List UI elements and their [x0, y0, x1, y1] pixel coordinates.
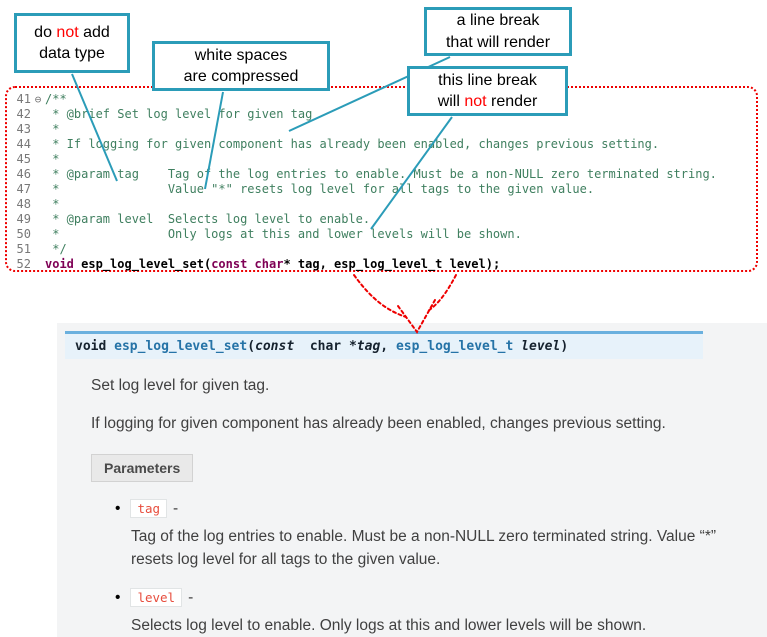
sig-comma: ,	[380, 339, 396, 354]
line-number: 45	[16, 152, 31, 166]
code-line: 44 * If logging for given component has …	[11, 137, 756, 152]
sig-paren: (	[247, 339, 256, 354]
callout-line: do not add	[17, 22, 127, 43]
line-number: 44	[16, 137, 31, 151]
callout-line: a line break	[456, 12, 540, 30]
keyword-char: char	[254, 257, 284, 271]
sig-param-name: level	[521, 339, 561, 354]
code-text: * Only logs at this and lower levels wil…	[45, 227, 522, 241]
code-text: /**	[45, 92, 67, 106]
code-line: 46 * @param tag Tag of the log entries t…	[11, 167, 756, 182]
code-text: * Value "*" resets log level for all tag…	[45, 182, 595, 196]
param-name-chip: level	[130, 588, 183, 608]
code-line: 48 *	[11, 197, 756, 212]
callout-line: data type	[39, 45, 105, 62]
parameters-section: Parameters	[91, 453, 767, 482]
callout-line: are compressed	[183, 68, 299, 85]
code-line: 51 */	[11, 242, 756, 257]
callout-text-emphasis: not	[56, 23, 79, 41]
callout-no-datatype: do not add data type	[14, 13, 130, 73]
detailed-description: If logging for given component has alrea…	[91, 415, 666, 433]
code-text	[247, 257, 254, 271]
line-number: 52	[16, 257, 31, 271]
parameters-label: Parameters	[91, 453, 194, 482]
bullet-icon: •	[115, 499, 121, 517]
code-editor-snippet: 41⊖/** 42 * @brief Set log level for giv…	[5, 86, 758, 272]
param-separator: -	[173, 499, 179, 517]
param-item-tag: • tag- Tag of the log entries to enable. …	[115, 498, 767, 572]
fold-collapse-icon[interactable]: ⊖	[34, 93, 42, 106]
line-number: 43	[16, 122, 31, 136]
code-text: * tag, esp_log_level_t level);	[283, 257, 501, 271]
bullet-icon: •	[115, 589, 121, 607]
callout-text-emphasis: not	[464, 93, 487, 110]
param-item-level: • level- Selects log level to enable. Onl…	[115, 588, 767, 637]
code-text: *	[45, 152, 60, 166]
callout-text: add	[78, 23, 110, 41]
brief-description: Set log level for given tag.	[91, 377, 270, 394]
callout-line: this line break	[438, 71, 537, 89]
line-number: 46	[16, 167, 31, 181]
code-text: */	[45, 242, 67, 256]
code-line: 49 * @param level Selects log level to e…	[11, 212, 756, 227]
param-description: Tag of the log entries to enable. Must b…	[131, 527, 717, 569]
code-line: 47 * Value "*" resets log level for all …	[11, 182, 756, 197]
code-text: *	[45, 122, 60, 136]
sig-return-type: void	[75, 339, 115, 354]
sig-paren: )	[560, 339, 569, 354]
code-line: 50 * Only logs at this and lower levels …	[11, 227, 756, 242]
code-text: * @brief Set log level for given tag	[45, 107, 313, 121]
line-number: 47	[16, 182, 31, 196]
code-line: 43 *	[11, 122, 756, 137]
function-name: esp_log_level_set(	[73, 257, 212, 271]
sig-param-type: esp_log_level_t	[395, 339, 522, 354]
code-line: 45 *	[11, 152, 756, 167]
param-name-chip: tag	[130, 498, 168, 518]
code-text: *	[45, 197, 60, 211]
rendered-docs-panel: void esp_log_level_set(const char *tag, …	[57, 323, 767, 637]
code-text: * If logging for given component has alr…	[45, 137, 660, 151]
code-text: * @param tag Tag of the log entries to e…	[45, 167, 717, 181]
callout-text: render	[486, 93, 538, 110]
param-separator: -	[188, 589, 194, 607]
callout-text: do	[34, 23, 57, 41]
line-number: 42	[16, 107, 31, 121]
keyword-void: void	[45, 257, 74, 271]
param-description: Selects log level to enable. Only logs a…	[131, 617, 647, 635]
code-text: * @param level Selects log level to enab…	[45, 212, 371, 226]
callout-line: that will render	[445, 33, 551, 51]
keyword-const: const	[211, 257, 248, 271]
sig-function-name: esp_log_level_set	[114, 339, 248, 354]
function-signature: void esp_log_level_set(const char *tag, …	[65, 331, 703, 359]
line-number: 41	[16, 92, 31, 106]
line-number: 51	[16, 242, 31, 256]
sig-const-keyword: const	[255, 339, 302, 354]
code-line: 41⊖/**	[11, 92, 756, 107]
sig-param-type: char *	[302, 339, 357, 354]
code-line: 42 * @brief Set log level for given tag	[11, 107, 756, 122]
callout-line: white spaces	[194, 46, 288, 64]
callout-linebreak-not-render: this line break will not render	[407, 66, 568, 116]
line-number: 50	[16, 227, 31, 241]
callout-line: will not render	[410, 91, 565, 112]
sig-param-name: tag	[356, 339, 381, 354]
line-number: 48	[16, 197, 31, 211]
callout-linebreak-renders: a line break that will render	[424, 7, 572, 56]
code-line-declaration: 52 void esp_log_level_set(const char* tag…	[11, 257, 756, 272]
callout-text: will	[437, 93, 465, 110]
callout-whitespace-compressed: white spaces are compressed	[152, 41, 330, 91]
line-number: 49	[16, 212, 31, 226]
